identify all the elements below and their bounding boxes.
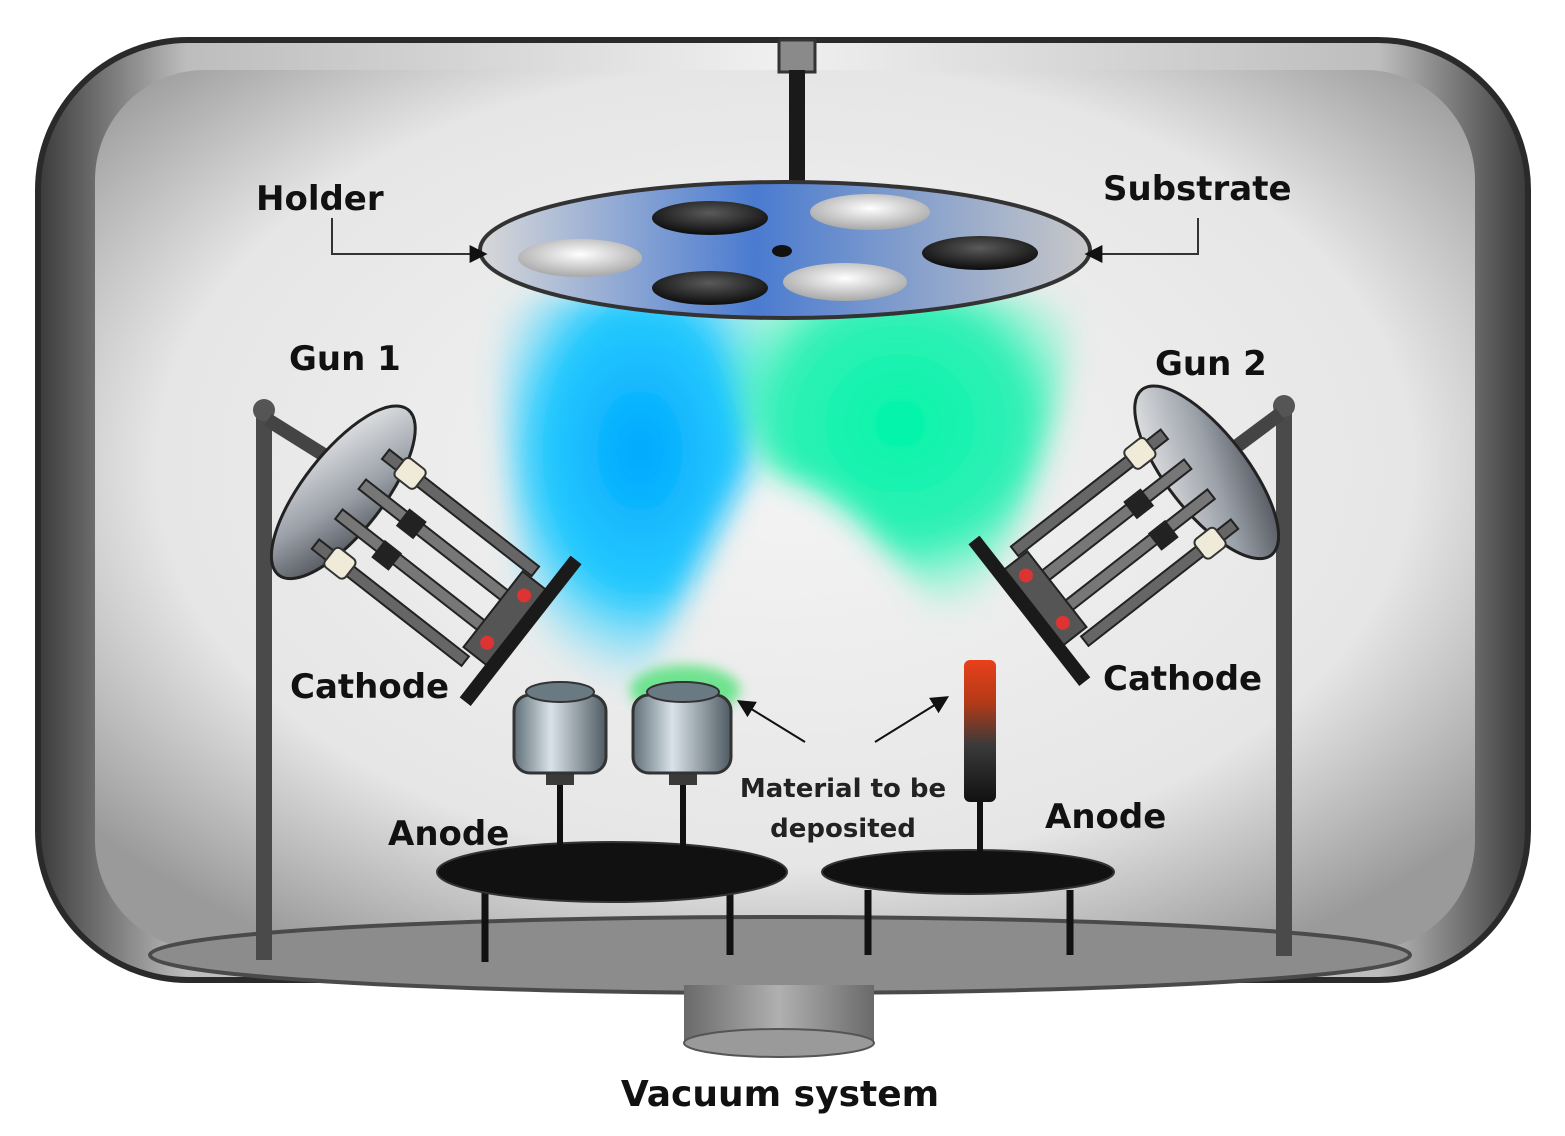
material-label-line1: Material to be [740, 774, 946, 804]
vacuum-system-label: Vacuum system [621, 1074, 939, 1115]
substrate-label: Substrate [1103, 169, 1292, 209]
gun-1-filament [480, 635, 495, 650]
right-support-post [1276, 406, 1292, 956]
gun-2-insulator [1193, 526, 1227, 560]
gun-2-cathode-plate [968, 535, 1091, 687]
target-rod [964, 660, 996, 870]
anode-left-plate [436, 841, 788, 903]
electron-gun-2 [968, 384, 1281, 687]
gun-1-cathode-plate [459, 555, 582, 707]
gun-1-clamp [395, 508, 427, 540]
crucible-right [631, 681, 733, 862]
gun-1-filament [517, 588, 532, 603]
gun-1-label: Gun 1 [289, 339, 401, 379]
chamber-base-plate [148, 915, 1412, 995]
material-arrow-left [736, 700, 806, 743]
top-feedthrough [777, 38, 817, 74]
holder-shaft [789, 70, 805, 188]
gun-2-disk [1133, 384, 1281, 561]
holder-leader [331, 218, 488, 263]
gun-2-label: Gun 2 [1155, 344, 1267, 384]
substrate-leader [1084, 218, 1199, 263]
gun-1-disk [269, 404, 417, 581]
material-arrow-right [874, 696, 950, 743]
holder-center-hole [772, 245, 792, 257]
wafer-light [518, 239, 642, 277]
plasma-plumes [500, 290, 1080, 715]
gun-1-insulator [323, 546, 357, 580]
gun-2-clamp [1147, 519, 1179, 551]
gun-1-clamp [371, 539, 403, 571]
right-post-cap [1273, 395, 1295, 417]
anode-right [821, 849, 1115, 955]
left-post-cap [253, 399, 275, 421]
crucible-left-body [512, 693, 608, 775]
gun-2-filament [1055, 615, 1070, 630]
electron-gun-1 [269, 404, 582, 707]
anode-left [436, 841, 788, 962]
left-support-post [256, 410, 272, 960]
material-label-line2: deposited [770, 814, 916, 844]
anode-left-label: Anode [388, 814, 509, 854]
crucible-right-body [631, 693, 733, 775]
substrate-holder [478, 180, 1092, 320]
gun-2-insulator [1123, 436, 1157, 470]
wafer-dark [652, 271, 768, 305]
gun-2-clamp [1123, 488, 1155, 520]
plume-left [500, 290, 780, 692]
anode-right-label: Anode [1045, 797, 1166, 837]
crucible-left [512, 681, 608, 862]
gun-2-filament [1018, 568, 1033, 583]
wafer-dark [922, 236, 1038, 270]
cathode-right-label: Cathode [1103, 659, 1262, 699]
crucible-left-top [525, 681, 595, 703]
plume-right [720, 290, 1080, 624]
gun-1-insulator [393, 456, 427, 490]
anode-right-plate [821, 849, 1115, 895]
chamber-interior [95, 70, 1475, 950]
wafer-light [810, 194, 930, 230]
crucible-right-top [646, 681, 720, 703]
wafer-dark [652, 201, 768, 235]
target-rod-body [964, 660, 996, 802]
holder-label: Holder [256, 179, 384, 219]
cathode-left-label: Cathode [290, 667, 449, 707]
vacuum-pipe-opening [683, 1028, 875, 1058]
wafer-light [783, 263, 907, 301]
